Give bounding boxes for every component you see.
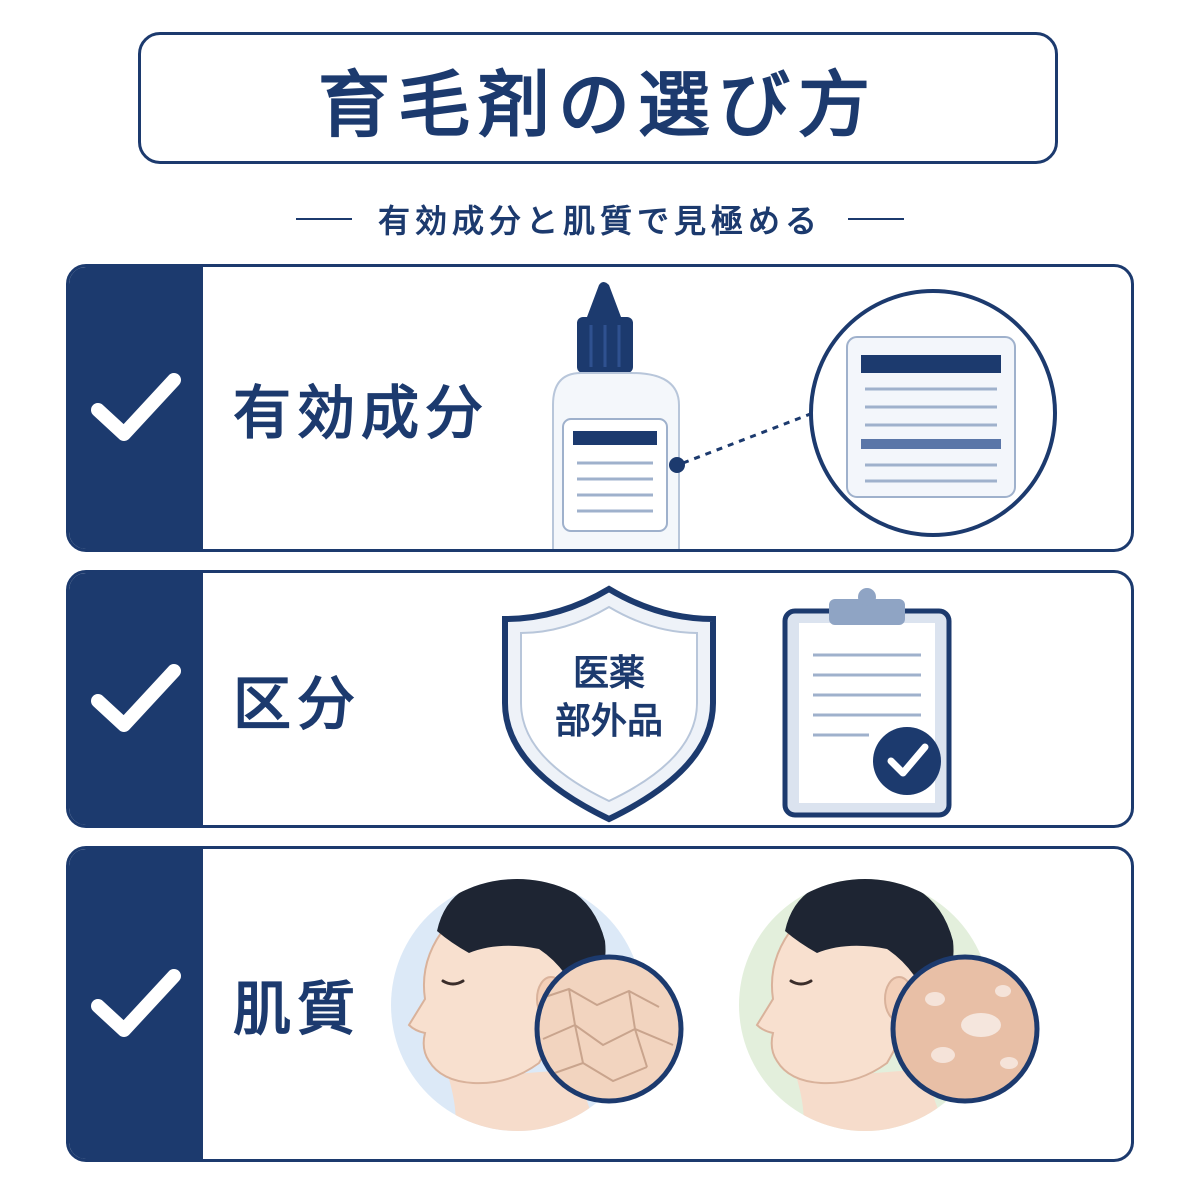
card-label: 肌質 <box>233 975 362 1043</box>
subtitle-row: 有効成分と肌質で見極める <box>0 192 1200 246</box>
title-box: 育毛剤の選び方 <box>138 32 1058 164</box>
face-profile-icon <box>391 879 684 1131</box>
subtitle-right-rule <box>848 218 904 220</box>
card-check-column <box>69 849 203 1159</box>
card-label: 有効成分 <box>233 379 490 447</box>
skin-type-illustration <box>391 879 1040 1131</box>
badge-text-line2: 部外品 <box>555 701 663 742</box>
subtitle-left-rule <box>295 218 352 220</box>
shield-icon <box>502 585 716 823</box>
bottle-magnifier-illustration <box>552 282 1057 549</box>
subtitle-text: 有効成分と肌質で見極める <box>377 202 822 240</box>
clipboard-icon <box>782 588 952 818</box>
page-title: 育毛剤の選び方 <box>317 62 878 147</box>
card-label: 区分 <box>233 670 362 738</box>
card-skin-type: 肌質 <box>66 846 1134 1162</box>
category-illustration: 医薬 部外品 <box>502 585 952 823</box>
card-check-column <box>69 267 203 549</box>
card-category: 区分 医薬 部外品 <box>66 570 1134 828</box>
check-icon <box>91 373 181 441</box>
card-active-ingredient: 有効成分 <box>66 264 1134 552</box>
face-profile-icon <box>739 879 1040 1131</box>
check-icon <box>91 969 181 1037</box>
card-check-column <box>69 573 203 825</box>
check-icon <box>91 664 181 732</box>
bottle-icon <box>552 282 680 549</box>
badge-text-line1: 医薬 <box>573 653 645 694</box>
magnifier-icon <box>809 289 1057 537</box>
